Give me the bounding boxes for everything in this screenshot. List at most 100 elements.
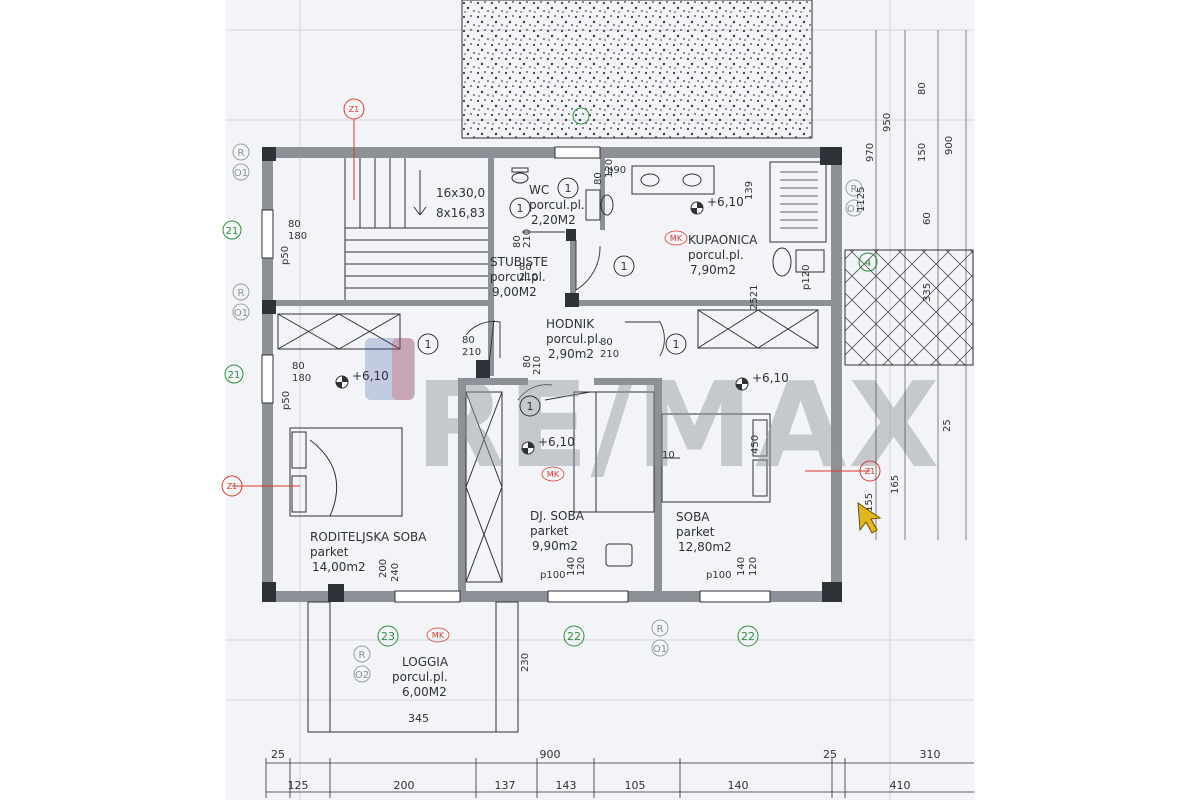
level-height: +6,10	[752, 371, 789, 385]
opening-dimension: 120	[576, 557, 587, 576]
grid-tag-label: 21	[226, 226, 239, 237]
gravel-terrace	[461, 0, 813, 139]
dimension-label: 25	[942, 419, 953, 432]
window-tag-type: R	[657, 624, 664, 635]
window-tag-number: O1	[234, 308, 248, 319]
window-tag	[232, 303, 250, 321]
room-floor-type: porcul.pl.	[392, 670, 448, 684]
opening-dimension: p100	[706, 570, 731, 581]
dimension-label: 125	[288, 779, 309, 792]
room-name: HODNIK	[546, 317, 595, 331]
opening-dimension: 240	[390, 563, 401, 582]
loggia-dimension: 345	[408, 712, 429, 725]
staircase	[344, 158, 488, 300]
stair-spec: 16x30,0	[436, 186, 485, 200]
room-area: 12,80m2	[678, 540, 732, 554]
grid-tag-label: 4	[865, 258, 871, 269]
room-area: 14,00m2	[312, 560, 366, 574]
room-floor-type: porcul.pl.	[490, 270, 546, 284]
axis-tag-label: Z1	[349, 105, 360, 114]
axis-tag	[859, 460, 881, 482]
level-height: +6,10	[538, 435, 575, 449]
room-name: WC	[529, 183, 549, 197]
window-tag-type: R	[238, 148, 245, 159]
dimension-label: 900	[540, 748, 561, 761]
dimension-label: 155	[864, 493, 875, 512]
door-tag-label: 1	[621, 260, 628, 273]
room-floor-type: porcul.pl.	[529, 198, 585, 212]
dimension-label: 137	[495, 779, 516, 792]
furniture	[289, 161, 827, 567]
room-floor-type: parket	[310, 545, 349, 559]
room-area: 9,90m2	[532, 539, 578, 553]
windows	[261, 146, 771, 603]
room-name: KUPAONICA	[688, 233, 758, 247]
floor-tag-label: 22	[567, 630, 581, 643]
dimension-label: 165	[890, 475, 901, 494]
wardrobes	[277, 309, 819, 583]
door-tag	[519, 395, 541, 417]
axis-tag-label: Z1	[227, 482, 238, 491]
axis-tag-label: Z1	[865, 467, 876, 476]
stair-spec: 8x16,83	[436, 206, 485, 220]
dimension-label: 900	[944, 136, 955, 155]
opening-dimension: 139	[744, 181, 755, 200]
window-tag-number: O2	[355, 670, 369, 681]
room-area: 2,20M2	[531, 213, 576, 227]
opening-dimension: 210	[522, 229, 533, 248]
opening-dimension: p90	[607, 165, 626, 176]
room-floor-type: porcul.pl.	[688, 248, 744, 262]
dimension-label: 25	[823, 748, 837, 761]
floor-tag-label: 22	[741, 630, 755, 643]
opening-dimension: 2521	[749, 285, 760, 310]
opening-dimension: 140	[736, 557, 747, 576]
door-tag	[665, 333, 687, 355]
room-floor-type: parket	[530, 524, 569, 538]
room-name: DJ. SOBA	[530, 509, 585, 523]
opening-dimension: 180	[288, 231, 307, 242]
room-floor-type: porcul.pl.	[546, 332, 602, 346]
grid-tag	[222, 220, 242, 240]
door-tag-label: 1	[425, 338, 432, 351]
north-tag	[572, 107, 590, 125]
window-tag	[353, 645, 371, 663]
window-tag-type: R	[238, 288, 245, 299]
dimension-label: 970	[865, 143, 876, 162]
opening-dimension: 80	[600, 337, 613, 348]
dimension-label: 140	[728, 779, 749, 792]
door-tag-label: 1	[527, 400, 534, 413]
window-tag	[845, 199, 863, 217]
dimension-label: 1125	[856, 187, 867, 212]
window-tag	[232, 143, 250, 161]
room-area: 6,00M2	[402, 685, 447, 699]
opening-dimension: 80	[292, 361, 305, 372]
dimension-label: 200	[394, 779, 415, 792]
window-tag-number: O1	[653, 644, 667, 655]
grid-tag	[224, 364, 244, 384]
loggia-dimension: 230	[520, 653, 531, 672]
room-name: RODITELJSKA SOBA	[310, 530, 427, 544]
dimension-label: 80	[917, 82, 928, 95]
opening-dimension: 210	[600, 349, 619, 360]
opening-dimension: 80	[593, 172, 604, 185]
axis-tag	[343, 98, 365, 120]
opening-dimension: 80	[462, 335, 475, 346]
material-tag: MK	[432, 631, 445, 640]
grid-tag-label: 21	[228, 370, 241, 381]
dimension-label: 950	[882, 113, 893, 132]
level-height: +6,10	[352, 369, 389, 383]
dimension-label: 105	[625, 779, 646, 792]
dimension-label: 335	[922, 283, 933, 302]
dimension-label: 150	[917, 143, 928, 162]
door-tag	[509, 197, 531, 219]
axis-tag	[221, 475, 243, 497]
dimension-label: 143	[556, 779, 577, 792]
opening-dimension: 210	[532, 356, 543, 375]
door-tag	[557, 177, 579, 199]
opening-dimension: 80	[522, 355, 533, 368]
window-tag	[651, 639, 669, 657]
window-tag-type: R	[359, 650, 366, 661]
material-tag: MK	[670, 234, 683, 243]
window-tag	[845, 179, 863, 197]
opening-dimension: 210	[462, 347, 481, 358]
